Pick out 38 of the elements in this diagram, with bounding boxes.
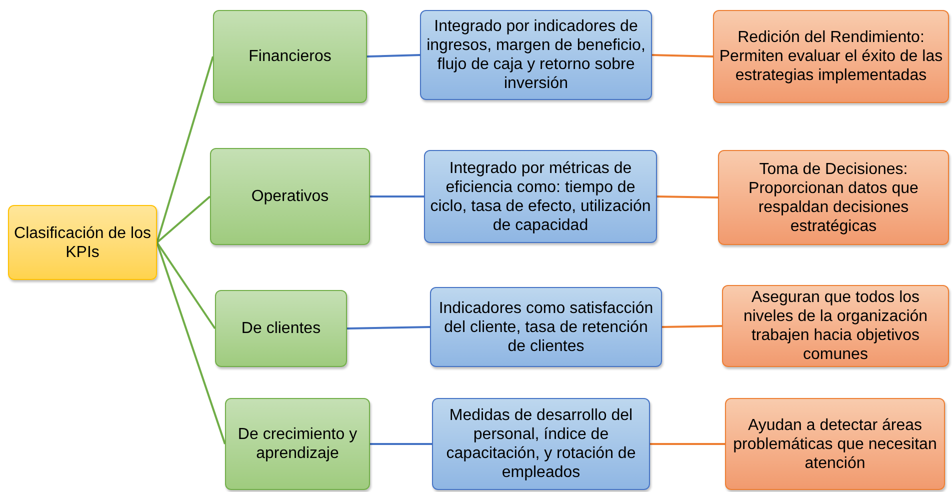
description-box [424,150,657,243]
node-text: Medidas de desarrollo del personal, índice de capacitación, y rotación de empleados [445,406,637,482]
benefit-box [713,10,949,103]
connector-line [662,325,722,328]
connector-line [156,56,214,243]
connector-line [656,196,718,198]
category-box [210,148,370,245]
node-text: De clientes [241,319,321,338]
connector-line [650,443,725,445]
node-text: Redición del Rendimiento: Permiten evaluar el éxito de las estrategias implementadas [718,28,944,85]
connector-line [652,54,714,58]
node-text: Operativos [251,187,329,206]
connector-line [346,326,430,330]
connector-line [156,196,211,244]
node-text: Financieros [248,47,332,66]
category-box [215,290,347,367]
node-text: Integrado por indicadores de ingresos, margen de beneficio, flujo de caja y retorno sobre inversión [426,17,646,93]
category-box [213,10,367,103]
node-text: Clasificación de los KPIs [13,224,152,262]
benefit-box [718,150,949,245]
node-text: Integrado por métricas de eficiencia como: tiempo de ciclo, tasa de efecto, utilización de capacidad [429,158,652,234]
node-text: De crecimiento y aprendizaje [236,425,358,463]
benefit-box [722,285,949,367]
node-text: Indicadores como satisfacción del cliente, tasa de retención de clientes [438,298,654,356]
node-text: Aseguran que todos los niveles de la organización trabajen hacia objetivos comunes [742,288,929,364]
category-box [225,398,370,490]
benefit-box [725,398,945,490]
connector-line [370,196,424,198]
node-text: Toma de Decisiones: Proporcionan datos que respaldan decisiones estratégicas [748,160,920,236]
connector-line [370,443,432,445]
description-box [430,287,662,367]
connector-line [366,54,420,58]
connector-line [156,242,226,444]
connector-line [156,242,216,330]
description-box [432,398,650,490]
node-text: Ayudan a detectar áreas problemáticas que necesitan atención [732,416,938,472]
root-box [8,205,157,280]
description-box [420,10,652,100]
